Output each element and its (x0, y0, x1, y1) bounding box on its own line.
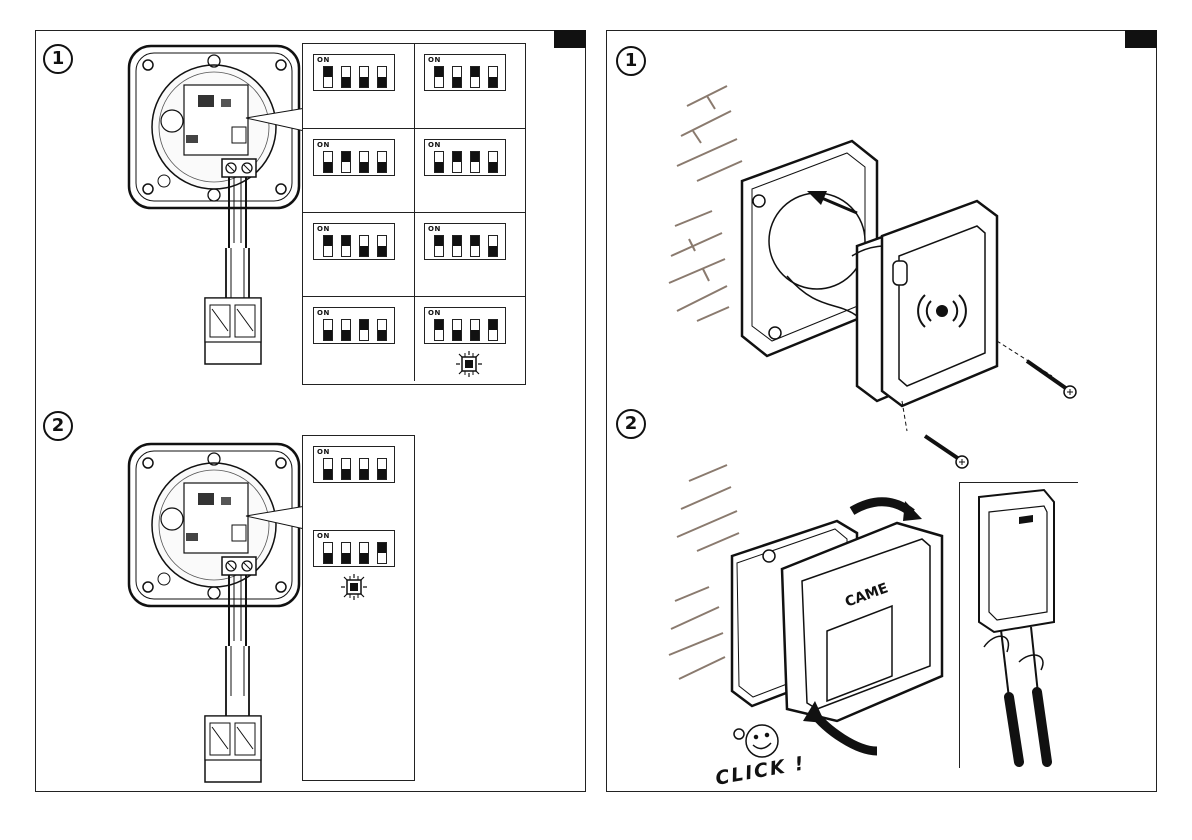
reset-chip-icon (339, 572, 369, 602)
dip-setting-3: ON (303, 128, 415, 213)
dip-switch-block: ON (313, 530, 395, 567)
dip-on-label: ON (428, 309, 441, 317)
mounting-illustration-1 (667, 71, 1087, 471)
dip-switch-3 (359, 319, 369, 341)
dip-on-label: ON (428, 225, 441, 233)
circuit-board-illustration-2 (126, 441, 306, 771)
step-1-number: 1 (616, 46, 646, 76)
dip-settings-panel-2: ON ON (302, 435, 415, 781)
dip-setting-6: ON (414, 212, 525, 297)
dip-switch-1 (323, 66, 333, 88)
right-page: 1 2 (606, 30, 1157, 792)
dip-switch-block: ON (313, 54, 395, 91)
dip-switch-1 (434, 66, 444, 88)
dip-switch-1 (323, 151, 333, 173)
dip-switch-2 (341, 235, 351, 257)
dip-setting-5: ON (303, 212, 415, 297)
dip-on-label: ON (317, 309, 330, 317)
dip-setting-1: ON (303, 436, 414, 520)
page-corner-tab (554, 30, 586, 48)
dip-switch-1 (323, 542, 333, 564)
dip-switch-4 (377, 458, 387, 480)
dip-switch-2 (341, 151, 351, 173)
dip-switch-2 (341, 458, 351, 480)
dip-switch-4 (488, 151, 498, 173)
dip-switch-1 (434, 235, 444, 257)
left-page: 1 2 (35, 30, 586, 792)
dip-setting-8: ON (414, 296, 525, 381)
reset-chip-icon (454, 349, 484, 379)
dip-switch-4 (377, 151, 387, 173)
dip-switch-4 (377, 235, 387, 257)
dip-switch-4 (377, 319, 387, 341)
dip-switch-1 (323, 319, 333, 341)
dip-switch-4 (488, 319, 498, 341)
mounting-illustration-2: CAME (667, 451, 967, 791)
dip-switch-2 (452, 66, 462, 88)
dip-switch-block: ON (313, 446, 395, 483)
removal-illustration (959, 482, 1077, 767)
dip-switch-block: ON (313, 139, 395, 176)
dip-switch-1 (434, 319, 444, 341)
dip-switch-3 (359, 151, 369, 173)
dip-switch-4 (377, 542, 387, 564)
dip-switch-2 (341, 319, 351, 341)
dip-switch-3 (470, 151, 480, 173)
dip-switch-2 (452, 319, 462, 341)
dip-switch-3 (470, 235, 480, 257)
dip-setting-4: ON (414, 128, 525, 213)
dip-switch-3 (359, 66, 369, 88)
dip-on-label: ON (317, 448, 330, 456)
circuit-board-illustration-1 (126, 43, 306, 373)
dip-switch-4 (488, 235, 498, 257)
step-1-number: 1 (43, 44, 73, 74)
dip-on-label: ON (317, 141, 330, 149)
dip-switch-4 (488, 66, 498, 88)
dip-switch-block: ON (424, 139, 506, 176)
dip-switch-2 (341, 66, 351, 88)
dip-setting-2: ON (303, 520, 414, 604)
dip-settings-panel-1: ON ON ON ON ON ON ON ON (302, 43, 526, 385)
dip-switch-1 (323, 235, 333, 257)
dip-setting-1: ON (303, 44, 415, 128)
dip-on-label: ON (317, 532, 330, 540)
dip-switch-block: ON (424, 54, 506, 91)
dip-on-label: ON (428, 141, 441, 149)
dip-setting-2: ON (414, 44, 525, 128)
dip-switch-1 (434, 151, 444, 173)
smiley-icon (734, 725, 778, 757)
dip-switch-block: ON (313, 223, 395, 260)
step-2-number: 2 (616, 409, 646, 439)
dip-on-label: ON (317, 225, 330, 233)
dip-switch-3 (470, 66, 480, 88)
step-2-number: 2 (43, 411, 73, 441)
dip-switch-3 (470, 319, 480, 341)
wall-bricks-icon (669, 86, 742, 321)
wall-bricks-icon (669, 465, 739, 679)
page-corner-tab (1125, 30, 1157, 48)
screw-icon (1027, 361, 1076, 398)
dip-on-label: ON (317, 56, 330, 64)
dip-switch-3 (359, 235, 369, 257)
dip-switch-3 (359, 458, 369, 480)
dip-switch-4 (377, 66, 387, 88)
dip-switch-block: ON (424, 223, 506, 260)
dip-switch-1 (323, 458, 333, 480)
dip-switch-block: ON (424, 307, 506, 344)
dip-switch-2 (452, 235, 462, 257)
dip-setting-7: ON (303, 296, 415, 381)
dip-switch-3 (359, 542, 369, 564)
arrow-icon (903, 501, 922, 521)
dip-on-label: ON (428, 56, 441, 64)
dip-switch-block: ON (313, 307, 395, 344)
dip-switch-2 (452, 151, 462, 173)
dip-switch-2 (341, 542, 351, 564)
